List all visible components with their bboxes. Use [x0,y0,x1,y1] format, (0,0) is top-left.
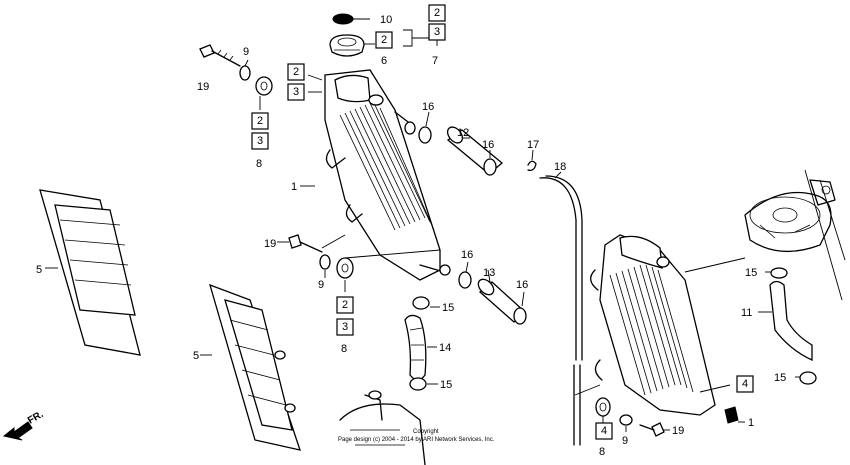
box-3-radiator-top: 3 [287,83,305,101]
box-4-grommet-right: 4 [595,422,613,440]
label-9-mid: 9 [318,279,324,291]
box-3-cap-top: 3 [428,23,446,41]
svg-text:3: 3 [293,86,299,98]
hose-clamp-15c [770,267,788,279]
label-15-a: 15 [442,302,454,314]
svg-text:4: 4 [601,425,607,437]
svg-text:2: 2 [342,299,348,311]
bolt-mid-left [288,234,323,253]
label-7: 7 [432,55,438,67]
bolt-right [639,422,665,437]
grommet-mid-left [336,257,354,279]
label-1-left: 1 [291,181,297,193]
grommet-right [595,397,611,417]
hose-14 [404,314,427,381]
bolt-upper-left [199,44,241,67]
label-6: 6 [381,55,387,67]
label-8-upper: 8 [256,158,262,170]
box-4-radiator-right: 4 [736,375,754,393]
front-label: FR. [26,409,46,427]
washer-mid-left [319,254,331,270]
hose-clamp-16b [483,158,497,176]
cylinder-head [744,179,836,253]
box-2-cap-top: 2 [428,4,446,22]
radiator-left [324,69,451,281]
box-3-grommet-mid: 3 [336,318,354,336]
label-19-upper: 19 [197,81,209,93]
label-1-right: 1 [748,417,754,429]
leader-lines [45,18,846,432]
radiator-cap-seal [332,13,354,25]
svg-text:3: 3 [434,26,440,38]
copyright-line-2: Page design (c) 2004 - 2014 by ARI Netwo… [338,437,495,443]
label-15-d: 15 [774,372,786,384]
radiator-cap [329,34,365,57]
label-19-mid: 19 [264,238,276,250]
label-11: 11 [741,307,752,319]
copyright-line-1: Copyright [413,429,439,435]
grommet-upper-left [255,76,273,96]
label-17: 17 [527,139,539,151]
svg-text:2: 2 [434,7,440,19]
label-16-c: 16 [461,249,473,261]
label-16-a: 16 [422,101,434,113]
box-2-cap-mid: 2 [375,31,393,49]
box-3-grommet-upper: 3 [251,132,269,150]
hose-clamp-15d [799,371,817,385]
label-8-right: 8 [599,446,605,458]
label-8-mid: 8 [341,343,347,355]
front-direction-arrow: FR. [2,409,46,441]
label-16-d: 16 [516,279,528,291]
radiator-shroud-lower [209,283,301,451]
radiator-right [590,234,716,416]
svg-text:2: 2 [257,115,263,127]
part-labels: 10 6 7 9 19 8 16 12 16 17 18 1 5 19 9 8 … [36,14,786,458]
tube-clip-17 [527,160,537,172]
label-12: 12 [457,127,469,139]
svg-text:3: 3 [257,135,263,147]
label-15-c: 15 [745,267,757,279]
label-15-b: 15 [440,379,452,391]
hose-11 [769,280,813,362]
radiator-shroud-upper [39,189,141,356]
box-2-radiator-top: 2 [287,63,305,81]
box-2-grommet-mid: 2 [336,296,354,314]
hose-clamp-16a [418,126,432,144]
hose-clamp-15a [412,296,430,310]
copyright-notice: Copyright Page design (c) 2004 - 2014 by… [338,429,495,443]
svg-text:2: 2 [381,34,387,46]
label-16-b: 16 [482,139,494,151]
svg-text:4: 4 [742,378,748,390]
svg-text:2: 2 [293,66,299,78]
svg-text:3: 3 [342,321,348,333]
washer-right [619,414,633,426]
hose-clamp-16d [513,307,527,325]
label-5-lower: 5 [193,350,199,362]
label-13: 13 [483,267,495,279]
hose-clamp-16c [458,271,472,289]
label-9-right: 9 [622,435,628,447]
hose-clamp-15b [409,377,427,391]
overflow-tube-18 [539,175,583,446]
label-14: 14 [439,342,451,354]
collar-right [724,406,739,424]
label-9-upper: 9 [243,46,249,58]
engine-outline [339,390,426,465]
label-19-right: 19 [672,425,684,437]
label-10: 10 [380,14,392,26]
label-5-upper: 5 [36,264,42,276]
washer-upper-left [239,65,251,81]
box-2-grommet-upper: 2 [251,112,269,130]
label-18: 18 [554,161,566,173]
